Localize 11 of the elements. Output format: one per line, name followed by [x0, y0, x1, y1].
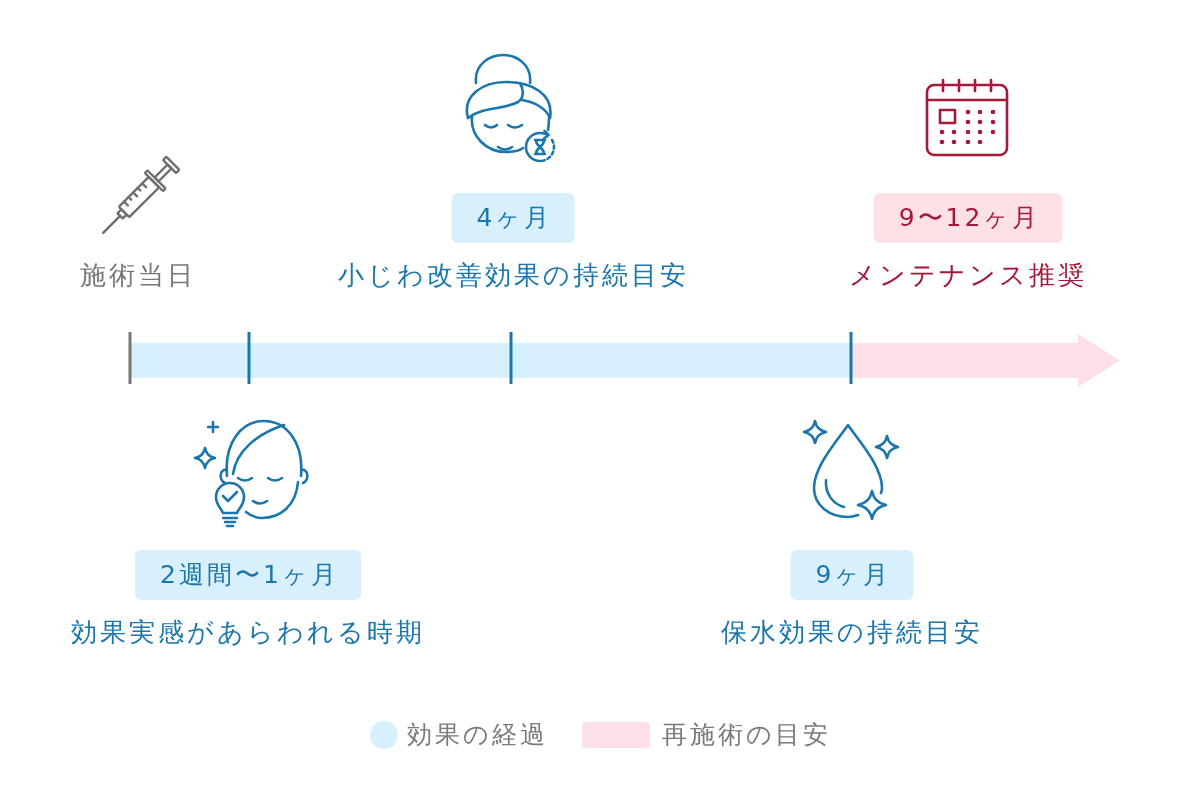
duration-badge: 2週間〜1ヶ月 — [135, 550, 361, 600]
duration-badge: 9〜12ヶ月 — [873, 193, 1063, 243]
duration-badge: 4ヶ月 — [451, 193, 575, 243]
caption-text: 小じわ改善効果の持続目安 — [337, 259, 689, 292]
caption-text: 保水効果の持続目安 — [721, 616, 983, 649]
duration-badge: 9ヶ月 — [790, 550, 914, 600]
caption-text: メンテナンス推奨 — [849, 259, 1087, 292]
legend-label: 再施術の目安 — [662, 719, 831, 751]
caption-text: 効果実感があらわれる時期 — [71, 616, 425, 649]
legend-label: 効果の経過 — [407, 719, 548, 751]
timeline-label: 施術当日 — [80, 259, 196, 292]
